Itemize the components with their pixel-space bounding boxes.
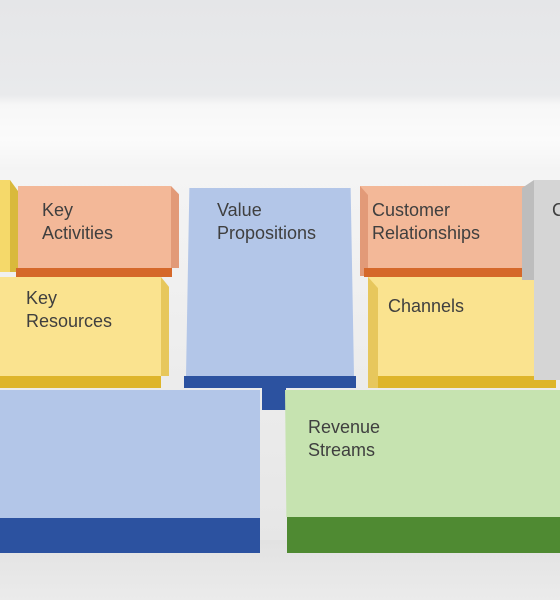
value-propositions-top xyxy=(186,188,354,376)
channels-label: Channels xyxy=(388,296,465,316)
customer-relationships-label: Customer Relationships xyxy=(372,200,481,243)
key-activities-top xyxy=(18,186,171,268)
key-partners-side xyxy=(10,180,18,272)
key-resources-front xyxy=(0,376,161,388)
key-resources-label: Key Resources xyxy=(26,288,113,331)
customer-relationships-side xyxy=(360,186,368,276)
customer-relationships-top xyxy=(360,186,526,268)
channels-front xyxy=(378,376,556,388)
channels-side xyxy=(368,277,378,388)
channels-top xyxy=(368,277,555,376)
key-partners-top xyxy=(0,180,10,272)
value-propositions-label: Value Propositions xyxy=(217,200,317,243)
customer-relationships-front xyxy=(364,268,528,277)
revenue-streams-label: Revenue Streams xyxy=(308,417,381,460)
value-propositions-front xyxy=(184,376,356,388)
cost-structure-top xyxy=(0,390,260,518)
cost-structure-connector xyxy=(262,388,286,410)
revenue-streams-top xyxy=(285,390,560,517)
key-activities-side xyxy=(171,186,179,268)
key-activities-front xyxy=(16,268,172,277)
customer-segments-side xyxy=(522,180,534,280)
customer-segments-top xyxy=(534,180,560,380)
key-activities-label: Key Activities xyxy=(42,200,114,243)
cost-structure-front xyxy=(0,518,260,553)
key-resources-side xyxy=(161,277,169,376)
revenue-streams-front xyxy=(287,517,560,553)
key-resources-top xyxy=(0,277,161,376)
customer-segments-label: C xyxy=(552,200,560,220)
